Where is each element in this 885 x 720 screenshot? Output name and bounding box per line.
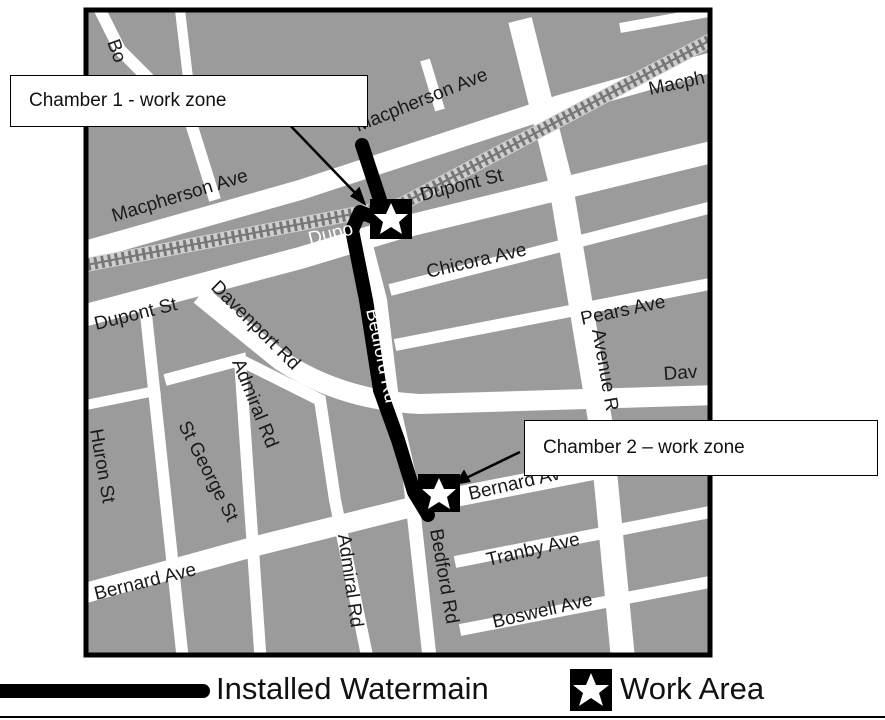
work-area-marker-chamber-2	[418, 474, 460, 512]
callout-chamber-1: Chamber 1 - work zone	[10, 75, 368, 127]
road-lane-2	[86, 385, 161, 410]
callout-chamber-2: Chamber 2 – work zone	[524, 420, 878, 476]
watermain-line-icon	[0, 684, 210, 698]
road-davenport-rd	[193, 287, 710, 415]
road-huron-st	[139, 304, 189, 655]
map: Bo Macpherson Ave Macph Macpherson Ave D…	[83, 7, 713, 658]
work-area-star-icon	[570, 669, 612, 711]
road-admiral-rd	[237, 354, 373, 655]
callout-chamber-1-text: Chamber 1 - work zone	[29, 90, 227, 111]
road-network	[86, 10, 710, 655]
road-pears-ave	[393, 277, 710, 351]
star-icon	[422, 478, 456, 509]
work-area-marker-chamber-1	[370, 199, 412, 239]
legend-work-area-label: Work Area	[620, 671, 765, 706]
road-lane-4	[619, 10, 710, 33]
road-bedford-rd	[355, 228, 437, 655]
road-chicora-ave	[388, 201, 710, 296]
road-lane-3	[420, 58, 445, 112]
star-icon	[374, 203, 408, 234]
road-tranby-ave	[453, 505, 710, 568]
label-dav: Dav	[663, 362, 699, 385]
legend: Installed Watermain Work Area	[0, 666, 885, 720]
callout-chamber-2-text: Chamber 2 – work zone	[543, 437, 745, 458]
callout-arrows	[284, 119, 521, 485]
road-boswell-ave	[458, 575, 710, 636]
legend-watermain-label: Installed Watermain	[216, 671, 489, 706]
map-frame	[83, 7, 713, 658]
legend-divider	[0, 716, 885, 718]
road-avenue-rd	[508, 17, 635, 655]
